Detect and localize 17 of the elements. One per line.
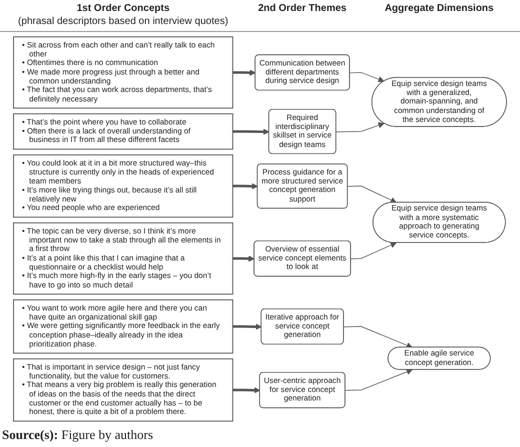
arrow [232,70,256,76]
column-subheading: (phrasal descriptors based on interview quotes) [18,16,228,28]
column-heading: Aggregate Dimensions [384,3,494,15]
arrow [347,186,397,203]
arrow [336,122,384,132]
arrow [349,72,384,82]
arrow [350,242,397,260]
arrow [344,368,413,391]
arrow [232,324,262,330]
caption: Source(s): Figure by authors [2,427,154,443]
column-heading: 2nd Order Themes [258,3,346,15]
arrow [232,387,260,394]
arrow [232,256,255,262]
arrow [232,183,258,190]
arrow [343,326,413,348]
column-heading: 1st Order Concepts [76,3,170,15]
arrow [232,128,270,135]
